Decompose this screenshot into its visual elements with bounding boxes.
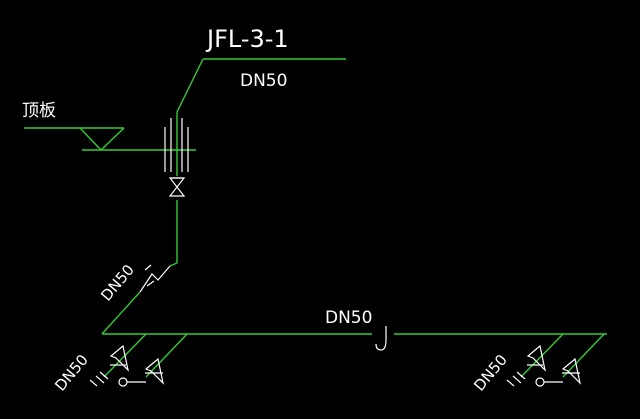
main-pipe-size-label: DN50	[325, 308, 372, 328]
u-trap-icon	[375, 326, 387, 351]
floor-drain-icon	[506, 371, 526, 387]
branch-right-1	[506, 333, 564, 387]
riser-pipe	[169, 58, 204, 267]
top-pipe-size-label: DN50	[240, 71, 287, 91]
riser-diagonal-pipe	[101, 291, 141, 335]
slab-level-marker	[24, 127, 196, 151]
gate-valve-icon	[109, 344, 129, 372]
riser-id-label: JFL-3-1	[205, 25, 289, 53]
branch-left-1	[89, 333, 147, 387]
gate-valve-icon	[526, 344, 546, 372]
check-valve-icon	[139, 264, 171, 293]
branch-left-size-label: DN50	[51, 351, 92, 395]
pipe-sleeve	[164, 118, 189, 172]
floor-drain-icon	[118, 377, 146, 387]
branch-left-2	[118, 333, 188, 387]
branch-right-2	[535, 333, 605, 387]
riser-pipe-size-label: DN50	[97, 261, 138, 305]
floor-drain-icon	[89, 371, 109, 387]
gate-valve-icon	[144, 357, 164, 385]
gate-valve-icon	[168, 177, 186, 197]
gate-valve-icon	[561, 357, 581, 385]
roof-slab-label: 顶板	[22, 101, 56, 121]
branch-right-size-label: DN50	[470, 351, 511, 395]
floor-drain-icon	[535, 377, 563, 387]
